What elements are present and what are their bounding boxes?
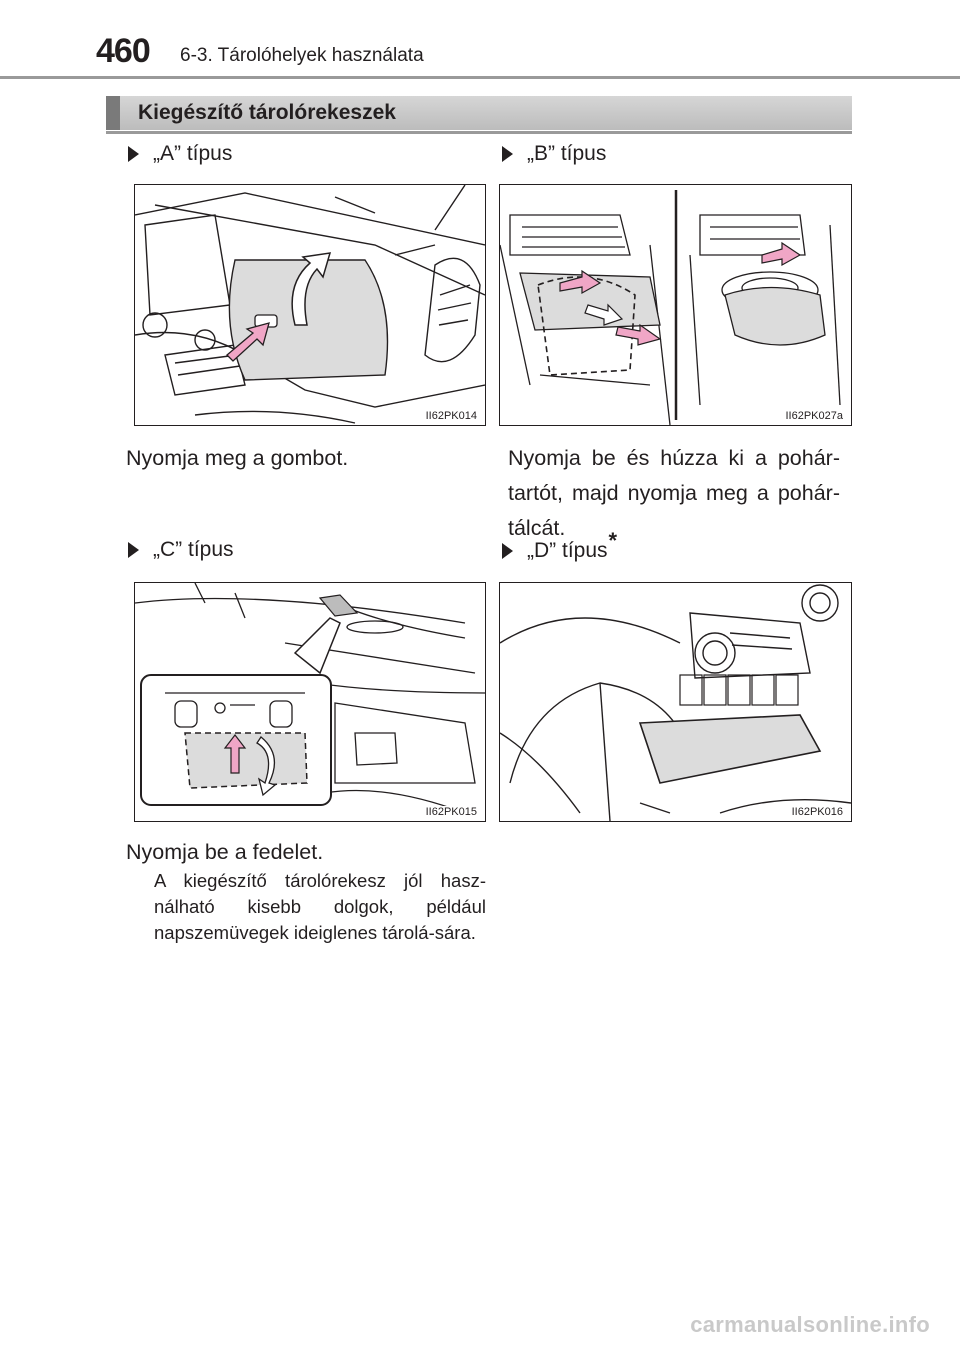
cup-holder-illustration (500, 190, 841, 425)
type-a-label: „A” típus (153, 142, 233, 165)
page-header: 460 6-3. Tárolóhelyek használata (0, 0, 960, 80)
cup-holder-drawer (519, 272, 661, 331)
section-title-bar: Kiegészítő tárolórekeszek (106, 96, 852, 134)
push-arrow-icon (226, 322, 270, 362)
image-code: II62PK016 (789, 806, 845, 818)
lower-panel-compartment-illustration (500, 584, 851, 821)
type-a-caption: Nyomja meg a gombot. (126, 446, 349, 470)
type-d-label: „D” típus (527, 539, 608, 562)
overhead-console-shape (318, 594, 359, 617)
type-c-heading: „C” típus (128, 538, 234, 562)
figure-type-a: II62PK014 (134, 184, 486, 426)
footnote-asterisk: * (608, 528, 618, 553)
image-code: II62PK015 (423, 806, 479, 818)
chapter-title: 6-3. Tárolóhelyek használata (180, 45, 424, 66)
glovebox-lid-shape (228, 259, 389, 381)
open-down-arrow-icon (256, 736, 277, 797)
type-b-label: „B” típus (527, 142, 607, 165)
push-up-arrow-icon (223, 734, 247, 774)
watermark: carmanualsonline.info (690, 1312, 930, 1337)
bullet-triangle-icon (128, 146, 139, 162)
pull-arrow-icon (584, 303, 624, 326)
section-title: Kiegészítő tárolórekeszek (138, 101, 396, 124)
figure-type-c: II62PK015 (134, 582, 486, 822)
image-code: II62PK014 (423, 410, 479, 422)
bullet-triangle-icon (128, 542, 139, 558)
header-rule (0, 76, 960, 79)
type-c-label: „C” típus (153, 538, 234, 561)
overhead-console-illustration (135, 583, 485, 814)
type-c-note: A kiegészítő tárolórekesz jól hasz-nálha… (154, 870, 486, 943)
pull-out-arrow-icon (615, 323, 662, 346)
cup-tray (724, 286, 826, 346)
page-number: 460 (96, 32, 151, 70)
bullet-triangle-icon (502, 146, 513, 162)
type-b-caption: Nyomja be és húzza ki a pohár-tartót, ma… (508, 446, 840, 540)
open-arrow-icon (291, 252, 332, 326)
type-c-caption: Nyomja be a fedelet. (126, 840, 324, 864)
image-code: II62PK027a (783, 410, 845, 422)
type-d-heading: „D” típus * (502, 528, 617, 564)
storage-compartment-highlight (638, 714, 822, 784)
type-b-heading: „B” típus (502, 142, 606, 166)
press-tray-arrow-icon (761, 241, 802, 267)
bullet-triangle-icon (502, 543, 513, 559)
push-arrow-icon (559, 269, 602, 295)
figure-type-d: II62PK016 (499, 582, 852, 822)
sunglasses-holder-lid (184, 732, 308, 789)
figure-type-b: II62PK027a (499, 184, 852, 426)
type-a-heading: „A” típus (128, 142, 232, 166)
dashboard-glovebox-illustration (135, 185, 485, 424)
